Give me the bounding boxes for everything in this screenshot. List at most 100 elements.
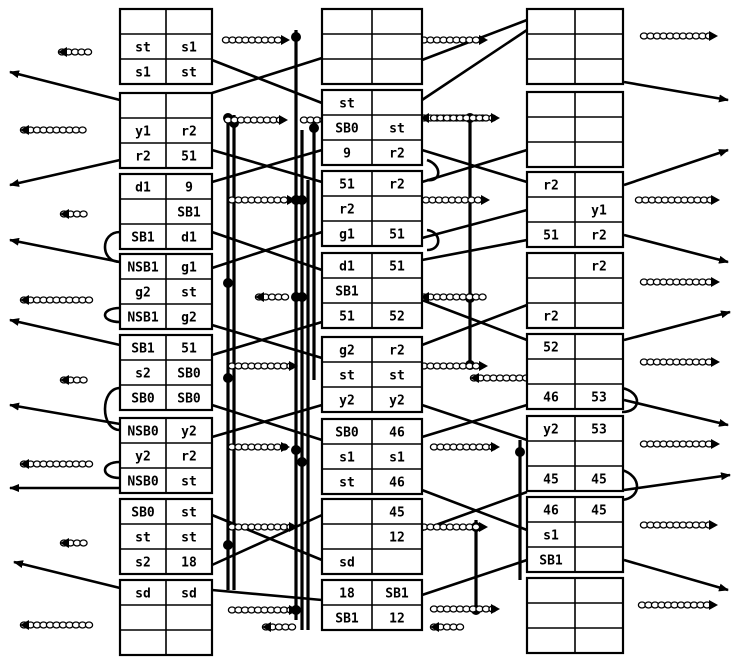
block-cell-label: SB0 bbox=[177, 367, 201, 382]
signal-chain bbox=[419, 361, 488, 371]
block-cell-label: r2 bbox=[135, 150, 151, 165]
signal-chains bbox=[19, 31, 720, 632]
wire bbox=[211, 588, 323, 602]
signal-chain bbox=[221, 35, 290, 45]
signal-chain bbox=[429, 622, 465, 632]
wire bbox=[623, 398, 729, 427]
logic-block bbox=[525, 576, 625, 655]
block-cell-label: SB1 bbox=[131, 231, 155, 246]
block-cell-label: 18 bbox=[339, 587, 355, 602]
wire bbox=[211, 58, 323, 105]
signal-chain bbox=[59, 375, 88, 385]
block-cell-label: 9 bbox=[343, 147, 351, 162]
junction-dot bbox=[291, 32, 301, 42]
signal-chain bbox=[227, 361, 298, 371]
signal-chain bbox=[429, 604, 500, 614]
signal-chain bbox=[634, 195, 720, 205]
wire bbox=[421, 208, 528, 240]
signal-chain bbox=[57, 47, 93, 57]
logic-block bbox=[320, 7, 424, 86]
junction-dot bbox=[309, 123, 319, 133]
block-cell-label: g2 bbox=[181, 311, 197, 326]
wire bbox=[421, 403, 528, 442]
block-cell-label: SB0 bbox=[131, 506, 155, 521]
block-cell-label: 52 bbox=[543, 341, 559, 356]
wire bbox=[426, 228, 440, 252]
wire bbox=[211, 230, 323, 270]
signal-chain bbox=[639, 439, 720, 449]
block-cell-label: 46 bbox=[543, 504, 559, 519]
wire bbox=[623, 558, 729, 592]
wire bbox=[9, 70, 121, 102]
block-cell-label: g1 bbox=[181, 261, 197, 276]
signal-chain bbox=[639, 31, 718, 41]
block-cell-label: st bbox=[181, 66, 197, 81]
block-cell-label: d1 bbox=[181, 231, 197, 246]
block-cell-label: st bbox=[389, 122, 405, 137]
wire bbox=[9, 318, 121, 347]
block-cell-label: 45 bbox=[389, 506, 405, 521]
signal-chain bbox=[429, 442, 500, 452]
wire bbox=[623, 472, 731, 492]
block-cell-label: st bbox=[135, 41, 151, 56]
block-cell-label: st bbox=[181, 531, 197, 546]
block-cell-label: g2 bbox=[339, 344, 355, 359]
block-cell-label: 12 bbox=[389, 531, 405, 546]
signal-chain bbox=[227, 522, 298, 532]
logic-block bbox=[525, 7, 625, 86]
logic-block bbox=[525, 90, 625, 169]
block-cell-label: y2 bbox=[135, 450, 151, 465]
signal-chain bbox=[19, 620, 94, 630]
block-cell-label: st bbox=[339, 97, 355, 112]
wire bbox=[623, 310, 731, 342]
block-cell-label: st bbox=[339, 369, 355, 384]
wire bbox=[211, 513, 323, 562]
junction-dot bbox=[223, 373, 233, 383]
block-cell-label: 18 bbox=[181, 556, 197, 571]
signal-chain bbox=[254, 292, 290, 302]
wire bbox=[426, 158, 440, 182]
wire bbox=[623, 148, 729, 187]
block-cell-label: st bbox=[181, 506, 197, 521]
block-cell-label: r2 bbox=[339, 203, 355, 218]
signal-chain bbox=[639, 277, 720, 287]
junction-dot bbox=[297, 457, 307, 467]
wire bbox=[421, 238, 528, 262]
wire bbox=[9, 158, 121, 187]
block-cell-label: NSB0 bbox=[127, 475, 158, 490]
wire bbox=[211, 56, 323, 95]
block-cell-label: 12 bbox=[389, 612, 405, 627]
block-cell-label: g1 bbox=[339, 228, 355, 243]
block-cell-label: y2 bbox=[543, 423, 559, 438]
block-cell-label: 46 bbox=[389, 476, 405, 491]
block-cell-label: r2 bbox=[543, 310, 559, 325]
wire bbox=[103, 306, 121, 324]
block-cell-label: NSB0 bbox=[127, 425, 158, 440]
block-cell-label: 53 bbox=[591, 391, 607, 406]
block-cell-label: SB1 bbox=[177, 206, 201, 221]
wire bbox=[103, 460, 121, 480]
block-cell-label: 45 bbox=[591, 473, 607, 488]
block-cell-label: s1 bbox=[135, 66, 151, 81]
junction-dot bbox=[297, 195, 307, 205]
wire bbox=[421, 28, 528, 102]
wire bbox=[421, 148, 528, 184]
block-cell-label: SB0 bbox=[335, 122, 359, 137]
signal-chain bbox=[419, 522, 488, 532]
signal-chain bbox=[59, 538, 88, 548]
block-cell-label: 46 bbox=[389, 426, 405, 441]
block-cell-label: 45 bbox=[543, 473, 559, 488]
